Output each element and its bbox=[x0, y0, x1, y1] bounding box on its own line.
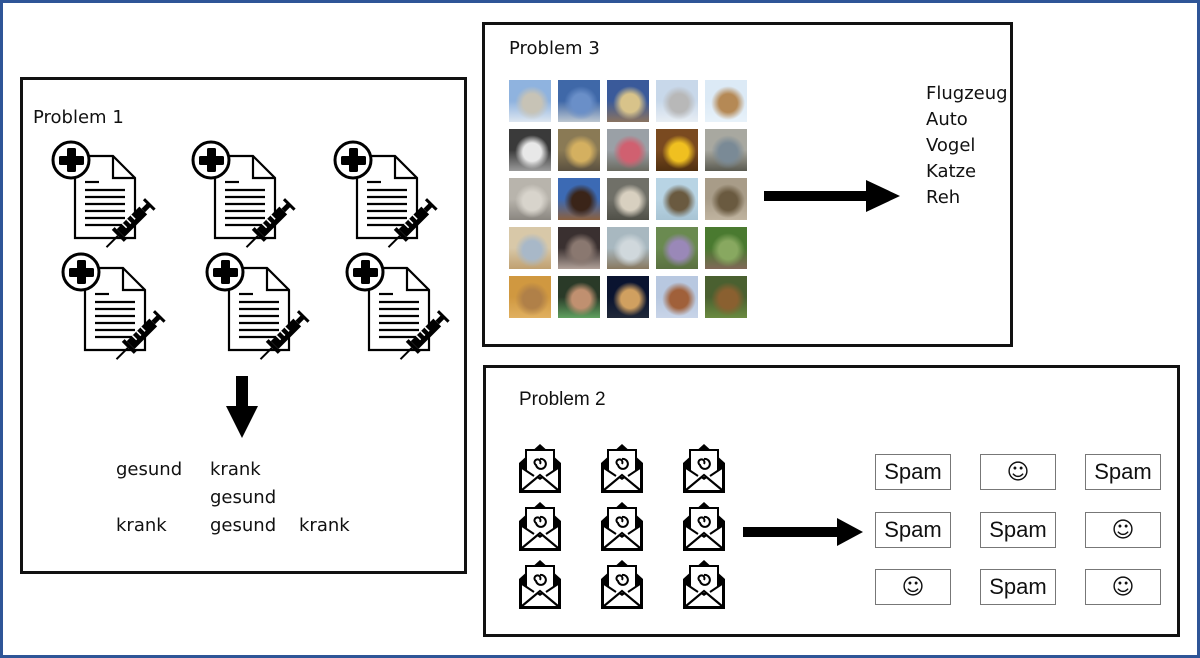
outcome-label: gesund bbox=[116, 459, 183, 480]
thumbnail-automobile bbox=[705, 129, 747, 171]
spam-label-box: Spam bbox=[875, 512, 951, 548]
thumbnail-bird bbox=[558, 178, 600, 220]
open-envelope-email-icon bbox=[516, 441, 564, 495]
thumbnail-cat bbox=[509, 227, 551, 269]
thumbnail-automobile bbox=[509, 129, 551, 171]
problem2-title: Problem 2 bbox=[519, 389, 606, 410]
image-grid bbox=[509, 80, 749, 320]
down-arrow-icon bbox=[226, 376, 258, 438]
open-envelope-email-icon bbox=[680, 557, 728, 611]
thumbnail-cat bbox=[558, 227, 600, 269]
ham-smiley-box: ☺ bbox=[1085, 569, 1161, 605]
right-arrow-icon bbox=[764, 180, 900, 212]
thumbnail-bird bbox=[607, 178, 649, 220]
thumbnail-bird bbox=[509, 178, 551, 220]
medical-record-with-syringe-icon bbox=[55, 250, 175, 360]
thumbnail-deer bbox=[558, 276, 600, 318]
open-envelope-email-icon bbox=[680, 499, 728, 553]
medical-record-with-syringe-icon bbox=[45, 138, 165, 248]
medical-record-with-syringe-icon bbox=[327, 138, 447, 248]
class-label: Katze bbox=[926, 161, 977, 182]
outcome-label: gesund bbox=[210, 515, 277, 536]
thumbnail-cat bbox=[607, 227, 649, 269]
thumbnail-airplane bbox=[656, 80, 698, 122]
ham-smiley-box: ☺ bbox=[980, 454, 1056, 490]
right-arrow-icon bbox=[743, 518, 863, 546]
thumbnail-automobile bbox=[607, 129, 649, 171]
open-envelope-email-icon bbox=[680, 441, 728, 495]
thumbnail-airplane bbox=[509, 80, 551, 122]
outcome-label: gesund bbox=[210, 487, 277, 508]
open-envelope-email-icon bbox=[516, 557, 564, 611]
outcome-label: krank bbox=[210, 459, 261, 480]
medical-record-with-syringe-icon bbox=[185, 138, 305, 248]
medical-record-with-syringe-icon bbox=[199, 250, 319, 360]
outcome-label: krank bbox=[299, 515, 350, 536]
spam-label-box: Spam bbox=[875, 454, 951, 490]
ham-smiley-box: ☺ bbox=[875, 569, 951, 605]
problem1-title: Problem 1 bbox=[33, 107, 124, 128]
thumbnail-airplane bbox=[607, 80, 649, 122]
ham-smiley-box: ☺ bbox=[1085, 512, 1161, 548]
open-envelope-email-icon bbox=[598, 499, 646, 553]
thumbnail-deer bbox=[705, 276, 747, 318]
medical-record-with-syringe-icon bbox=[339, 250, 459, 360]
class-label: Reh bbox=[926, 187, 961, 208]
thumbnail-automobile bbox=[656, 129, 698, 171]
spam-label-box: Spam bbox=[980, 569, 1056, 605]
spam-label-box: Spam bbox=[1085, 454, 1161, 490]
spam-label-box: Spam bbox=[980, 512, 1056, 548]
thumbnail-automobile bbox=[558, 129, 600, 171]
problem3-title: Problem 3 bbox=[509, 38, 600, 59]
thumbnail-deer bbox=[509, 276, 551, 318]
thumbnail-airplane bbox=[705, 80, 747, 122]
thumbnail-cat bbox=[705, 227, 747, 269]
thumbnail-cat bbox=[656, 227, 698, 269]
open-envelope-email-icon bbox=[598, 557, 646, 611]
thumbnail-airplane bbox=[558, 80, 600, 122]
open-envelope-email-icon bbox=[598, 441, 646, 495]
problem1-panel: Problem 1 bbox=[20, 77, 467, 574]
problem2-panel: Problem 2 bbox=[483, 365, 1180, 637]
class-label: Vogel bbox=[926, 135, 976, 156]
open-envelope-email-icon bbox=[516, 499, 564, 553]
thumbnail-deer bbox=[607, 276, 649, 318]
thumbnail-bird bbox=[656, 178, 698, 220]
thumbnail-bird bbox=[705, 178, 747, 220]
class-label: Auto bbox=[926, 109, 968, 130]
outcome-label: krank bbox=[116, 515, 167, 536]
class-label: Flugzeug bbox=[926, 83, 1008, 104]
thumbnail-deer bbox=[656, 276, 698, 318]
